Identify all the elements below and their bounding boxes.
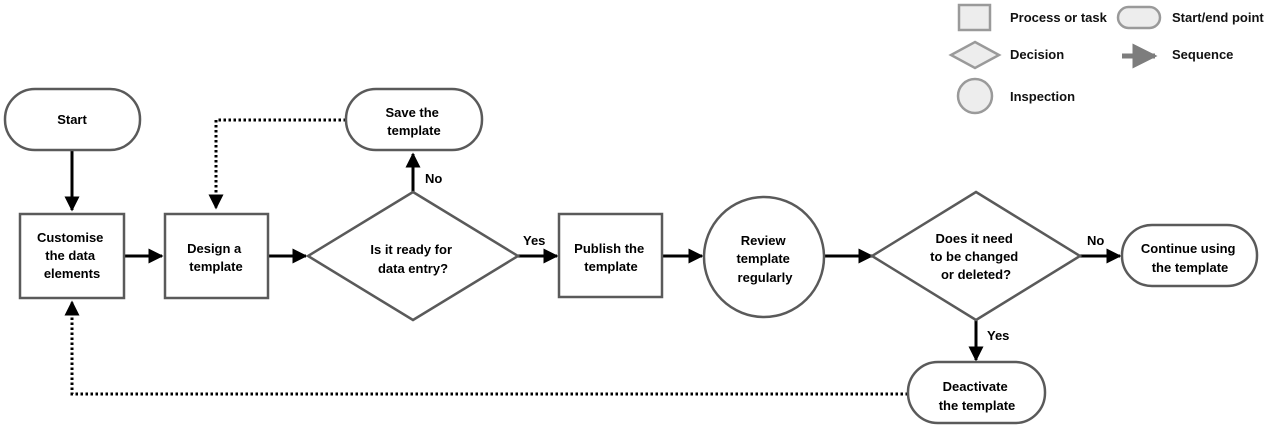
ready-label-line2: data entry? [378, 261, 448, 276]
svg-text:Design a template: Design a template [187, 241, 245, 274]
legend-process-label: Process or task [1010, 10, 1108, 25]
edge-label-change-no: No [1087, 233, 1104, 248]
svg-text:Deactivate the template: Deactivate the template [939, 379, 1016, 413]
publish-label-line1: Publish the [574, 241, 644, 256]
legend-terminal-label: Start/end point [1172, 10, 1264, 25]
svg-text:Review template regula: Review template regularly [736, 233, 793, 285]
design-label-line1: Design a [187, 241, 242, 256]
ready-label-line1: Is it ready for [370, 242, 452, 257]
legend-decision-icon [948, 40, 1002, 70]
deactivate-node [906, 360, 1047, 425]
svg-text:Is it ready for data entry: Is it ready for data entry? [370, 242, 455, 276]
continue-label-line2: the template [1152, 260, 1229, 275]
legend-process-icon [957, 3, 992, 32]
svg-text:Does it need to be changed: Does it need to be changed or deleted? [930, 231, 1022, 282]
legend-decision-label: Decision [1010, 47, 1064, 62]
legend-sequence-label: Sequence [1172, 47, 1233, 62]
svg-text:Start: Start [57, 112, 87, 127]
customise-node [18, 212, 126, 300]
edge-label-ready-yes: Yes [523, 233, 545, 248]
publish-label-line2: template [584, 259, 637, 274]
save-label-line2: template [387, 123, 440, 138]
continue-node [1120, 223, 1259, 288]
change-label-line3: or deleted? [941, 267, 1011, 282]
dotted-deactivate-to-customise [64, 300, 908, 396]
legend-inspection-label: Inspection [1010, 89, 1075, 104]
deactivate-label-line2: the template [939, 398, 1016, 413]
dotted-save-to-design [208, 118, 346, 210]
review-node [702, 195, 826, 319]
continue-label-line1: Continue using [1141, 241, 1236, 256]
save-label-line1: Save the [385, 105, 438, 120]
deactivate-label-line1: Deactivate [943, 379, 1008, 394]
legend: Process or task Start/end point Decision… [948, 3, 1264, 115]
design-label-line2: template [189, 259, 242, 274]
edge-label-change-yes: Yes [987, 328, 1009, 343]
publish-node [557, 212, 664, 299]
design-node [163, 212, 270, 300]
svg-text:Continue using the templat: Continue using the template [1141, 241, 1239, 275]
legend-terminal-icon [1116, 5, 1162, 30]
legend-inspection-icon [956, 77, 994, 115]
review-label-line2: template [736, 251, 789, 266]
svg-text:Publish the template: Publish the template [574, 241, 648, 274]
svg-text:Customise the data ele: Customise the data elements [37, 230, 107, 281]
start-label: Start [57, 112, 87, 127]
svg-text:Save the template: Save the template [385, 105, 442, 138]
change-decision [869, 190, 1083, 322]
customise-label-line1: Customise [37, 230, 103, 245]
change-label-line2: to be changed [930, 249, 1018, 264]
ready-decision [305, 190, 521, 322]
customise-label-line2: the data [45, 248, 96, 263]
change-label-line1: Does it need [936, 231, 1013, 246]
start-node [3, 87, 142, 152]
edge-label-ready-no: No [425, 171, 442, 186]
connectors [64, 118, 1122, 396]
review-label-line1: Review [741, 233, 787, 248]
customise-label-line3: elements [44, 266, 100, 281]
save-template-node [344, 87, 484, 152]
review-label-line3: regularly [738, 270, 794, 285]
